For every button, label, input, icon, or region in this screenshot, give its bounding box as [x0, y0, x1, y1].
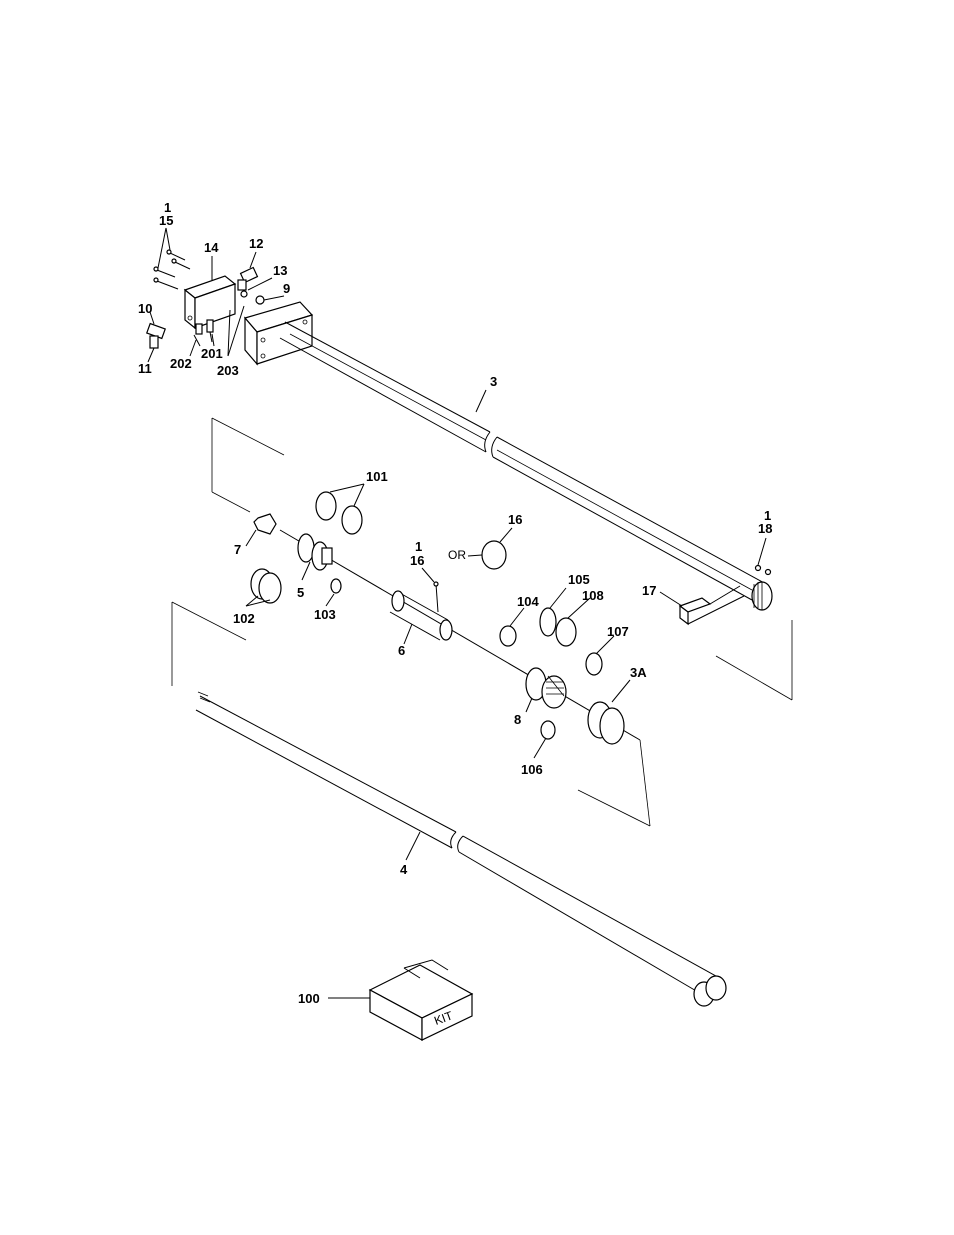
cylinder-barrel	[243, 301, 773, 611]
gland-assembly	[499, 607, 625, 745]
label-11: 11	[138, 361, 152, 376]
bolts-15	[153, 249, 191, 290]
label-100: 100	[298, 991, 320, 1006]
label-1b: 1	[415, 539, 422, 554]
kit-box: KIT	[368, 959, 474, 1042]
label-16a: 16	[410, 553, 424, 568]
piston-rod	[171, 601, 727, 1007]
label-104: 104	[517, 594, 539, 609]
label-201: 201	[201, 346, 223, 361]
label-13: 13	[273, 263, 287, 278]
label-6: 6	[398, 643, 405, 658]
label-103: 103	[314, 607, 336, 622]
elbow-fitting-12	[237, 266, 259, 291]
label-18: 18	[758, 521, 772, 536]
bracket-17	[678, 564, 793, 701]
label-17: 17	[642, 583, 656, 598]
label-3: 3	[490, 374, 497, 389]
label-or: OR	[448, 548, 466, 562]
label-202: 202	[170, 356, 192, 371]
plug-9	[255, 295, 265, 305]
label-1c: 1	[764, 508, 771, 523]
label-203: 203	[217, 363, 239, 378]
label-14: 14	[204, 240, 219, 255]
label-101: 101	[366, 469, 388, 484]
label-4: 4	[400, 862, 408, 877]
label-15: 15	[159, 213, 173, 228]
label-3a: 3A	[630, 665, 647, 680]
manifold-block	[183, 275, 237, 347]
callout-labels: 1 15 14 12 13 9 10 11 202 201 203 3 101 …	[138, 200, 772, 1006]
label-8: 8	[514, 712, 521, 727]
label-107: 107	[607, 624, 629, 639]
label-9: 9	[283, 281, 290, 296]
label-106: 106	[521, 762, 543, 777]
piston-assembly	[211, 417, 651, 827]
label-102: 102	[233, 611, 255, 626]
leader-lines	[147, 227, 767, 999]
label-1a: 1	[164, 200, 171, 215]
label-108: 108	[582, 588, 604, 603]
elbow-fitting-10	[146, 322, 166, 349]
seal-13	[240, 290, 248, 298]
label-5: 5	[297, 585, 304, 600]
label-12: 12	[249, 236, 263, 251]
label-16b: 16	[508, 512, 522, 527]
label-7: 7	[234, 542, 241, 557]
kit-box-label: KIT	[432, 1008, 455, 1028]
label-105: 105	[568, 572, 590, 587]
label-10: 10	[138, 301, 152, 316]
